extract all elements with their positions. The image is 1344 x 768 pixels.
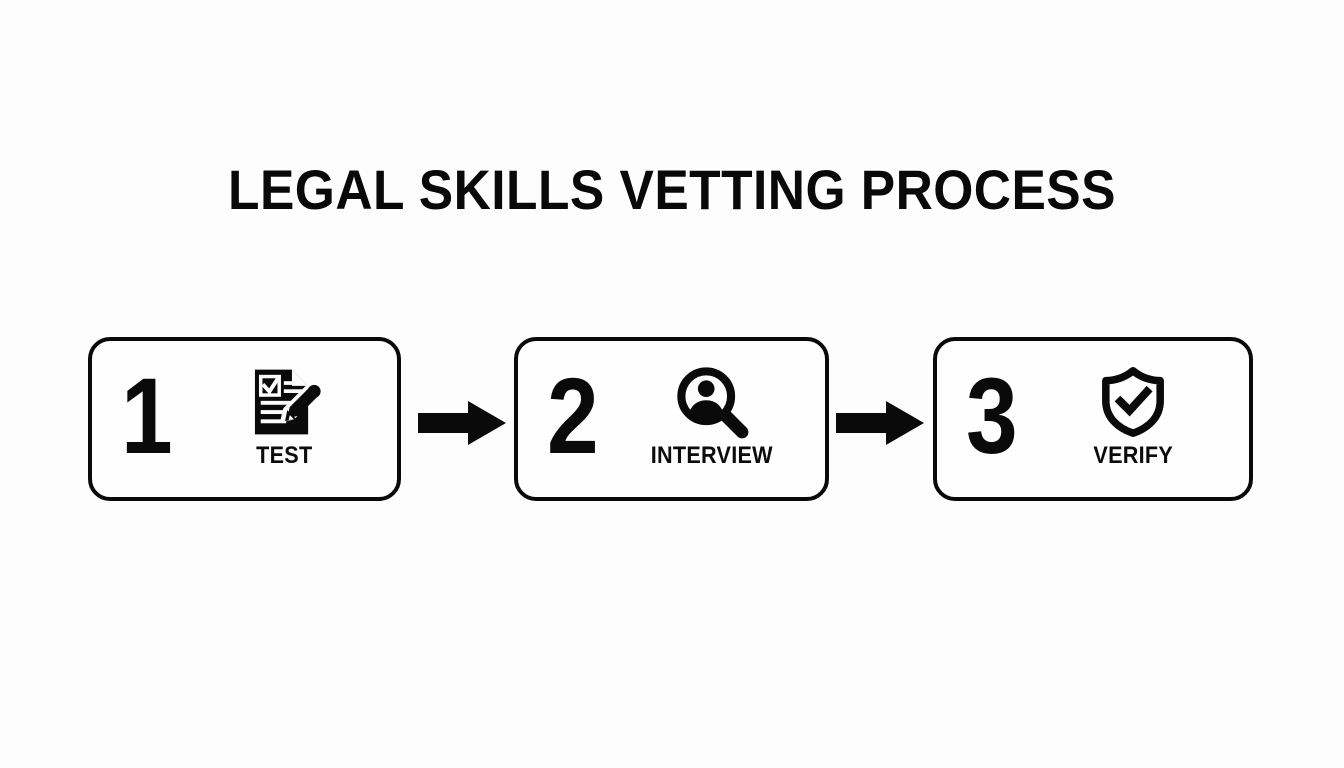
step-body-interview: INTERVIEW — [612, 341, 825, 497]
step-number-2: 2 — [546, 355, 599, 476]
step-card-test[interactable]: 1 — [88, 337, 401, 501]
step-card-verify[interactable]: 3 VERIFY — [933, 337, 1253, 501]
step-body-verify: VERIFY — [1031, 341, 1249, 497]
step-label-interview: INTERVIEW — [650, 442, 773, 469]
arrow-right-icon-1 — [418, 399, 506, 447]
document-checklist-pencil-icon — [248, 365, 322, 439]
step-number-1: 1 — [120, 355, 173, 476]
arrow-right-icon-2 — [836, 399, 924, 447]
page-title: LEGAL SKILLS VETTING PROCESS — [228, 158, 1116, 221]
step-label-test: TEST — [256, 442, 313, 469]
person-magnifier-icon — [675, 365, 749, 439]
process-flow: 1 — [88, 337, 1253, 501]
step-label-verify: VERIFY — [1093, 442, 1173, 469]
step-card-interview[interactable]: 2 INTERVIEW — [514, 337, 829, 501]
step-body-test: TEST — [186, 341, 397, 497]
step-number-3: 3 — [965, 355, 1018, 476]
shield-check-icon — [1096, 365, 1170, 439]
